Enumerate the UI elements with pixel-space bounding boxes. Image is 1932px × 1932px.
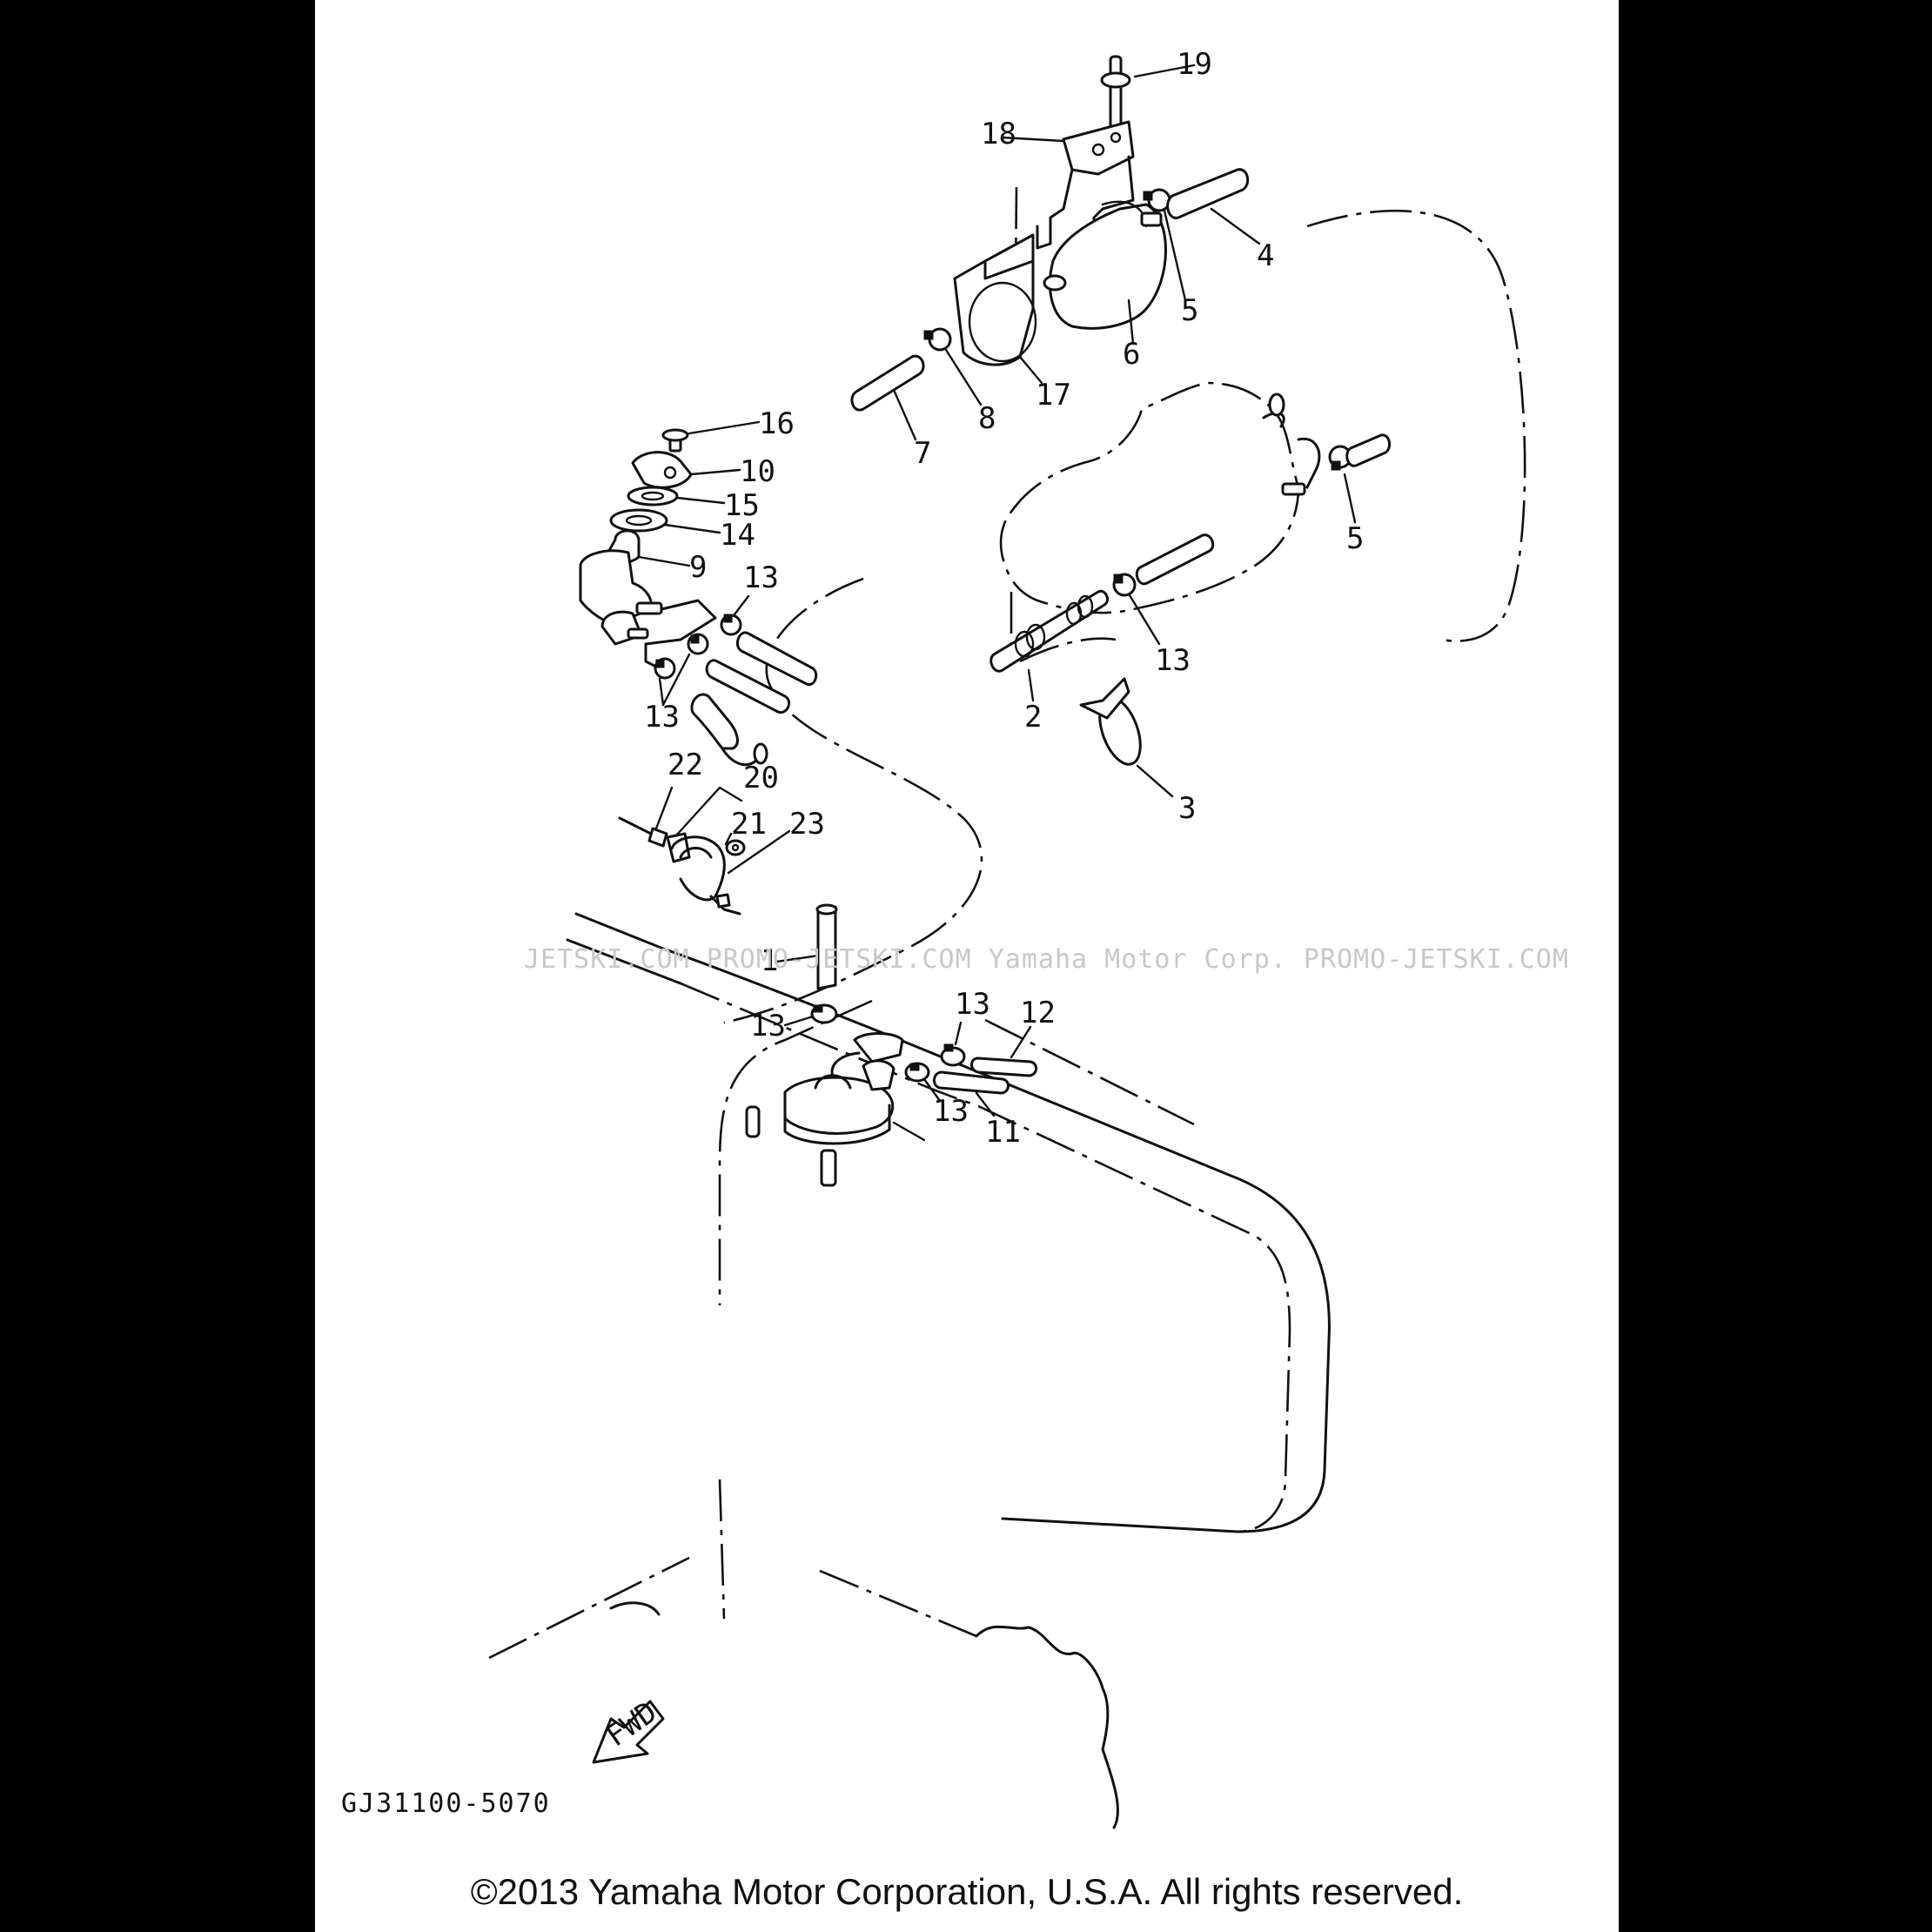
callout-15: 15 bbox=[724, 488, 760, 523]
callout-13-a: 13 bbox=[743, 560, 779, 595]
callout-13-b: 13 bbox=[644, 700, 680, 735]
callout-11: 11 bbox=[985, 1115, 1021, 1150]
part-3-clip bbox=[1079, 677, 1174, 798]
callout-23: 23 bbox=[789, 807, 825, 842]
part-2-fitting bbox=[989, 533, 1215, 702]
exploded-parts-diagram: FWD 19 18 4 5 6 17 8 7 16 10 15 14 9 13 … bbox=[488, 47, 1526, 1829]
callout-5-lower: 5 bbox=[1346, 521, 1364, 556]
callout-8: 8 bbox=[978, 401, 996, 436]
callout-20: 20 bbox=[743, 761, 779, 795]
part-8-clamp bbox=[923, 327, 983, 406]
part-1-hose bbox=[775, 903, 838, 990]
part-20-bracket bbox=[666, 786, 743, 863]
part-13-clamp-left-a bbox=[720, 594, 750, 636]
callout-16: 16 bbox=[759, 406, 795, 441]
part-4-hose bbox=[1166, 168, 1261, 245]
part-11-hose bbox=[933, 1070, 1010, 1117]
hose-routing bbox=[488, 209, 1526, 1660]
callout-4: 4 bbox=[1257, 238, 1274, 273]
part-6-fuel-filter bbox=[1043, 200, 1167, 345]
callout-3: 3 bbox=[1178, 791, 1196, 826]
part-15-washer bbox=[627, 486, 726, 506]
part-16-screw bbox=[661, 420, 761, 453]
part-13-clamp-lower-b bbox=[940, 1021, 966, 1067]
part-23-strap bbox=[670, 829, 791, 916]
callout-14: 14 bbox=[720, 518, 755, 553]
part-12-hose bbox=[970, 1025, 1037, 1077]
callout-9: 9 bbox=[689, 550, 707, 585]
part-4-hose-end bbox=[1345, 433, 1392, 467]
callout-19: 19 bbox=[1177, 47, 1212, 82]
bottom-connector bbox=[820, 1149, 837, 1187]
fwd-arrow-icon: FWD bbox=[592, 1694, 665, 1764]
callout-22: 22 bbox=[667, 748, 703, 782]
part-21-nut bbox=[724, 832, 746, 856]
callout-13-e: 13 bbox=[955, 987, 990, 1022]
callout-21: 21 bbox=[731, 807, 767, 842]
part-10-knob bbox=[631, 451, 741, 489]
callout-2: 2 bbox=[1024, 700, 1042, 735]
callout-7: 7 bbox=[914, 436, 931, 471]
callout-1: 1 bbox=[761, 943, 778, 978]
callout-12: 12 bbox=[1020, 996, 1056, 1030]
callout-13-d: 13 bbox=[750, 1009, 786, 1043]
part-13-clamp-left-b bbox=[654, 633, 709, 707]
part-14-seal bbox=[609, 508, 721, 534]
part-22-bolt bbox=[618, 786, 674, 848]
callout-6: 6 bbox=[1123, 337, 1140, 372]
callout-18: 18 bbox=[981, 117, 1016, 151]
part-7-hose bbox=[850, 354, 925, 441]
watermark-text: JETSKI.COM PROMO-JETSKI.COM Yamaha Motor… bbox=[524, 944, 1569, 975]
part-9-fuel-cock bbox=[579, 529, 717, 672]
part-17-holder bbox=[953, 233, 1043, 385]
part-5-clamp-upper bbox=[1143, 188, 1187, 302]
part-13-clamp-lower-a bbox=[783, 1003, 838, 1027]
part-13-clamp-lower-c bbox=[904, 1062, 942, 1103]
engine-outline bbox=[999, 381, 1321, 663]
short-hoses-left bbox=[690, 631, 818, 767]
callout-10: 10 bbox=[740, 454, 775, 489]
callout-5-upper: 5 bbox=[1181, 293, 1198, 328]
callout-13-f: 13 bbox=[933, 1094, 969, 1129]
callout-13-c: 13 bbox=[1155, 643, 1191, 678]
copyright-notice: ©2013 Yamaha Motor Corporation, U.S.A. A… bbox=[470, 1871, 1464, 1912]
tank-outline bbox=[609, 1601, 1119, 1829]
drawing-code: GJ31100-5070 bbox=[341, 1788, 551, 1819]
fuel-tank-sender bbox=[745, 1032, 926, 1145]
part-13-clamp-engine bbox=[1112, 573, 1161, 646]
diagram-sheet: FWD 19 18 4 5 6 17 8 7 16 10 15 14 9 13 … bbox=[315, 0, 1619, 1932]
callout-17: 17 bbox=[1036, 378, 1071, 413]
callout-labels: 19 18 4 5 6 17 8 7 16 10 15 14 9 13 13 5… bbox=[644, 47, 1364, 1150]
